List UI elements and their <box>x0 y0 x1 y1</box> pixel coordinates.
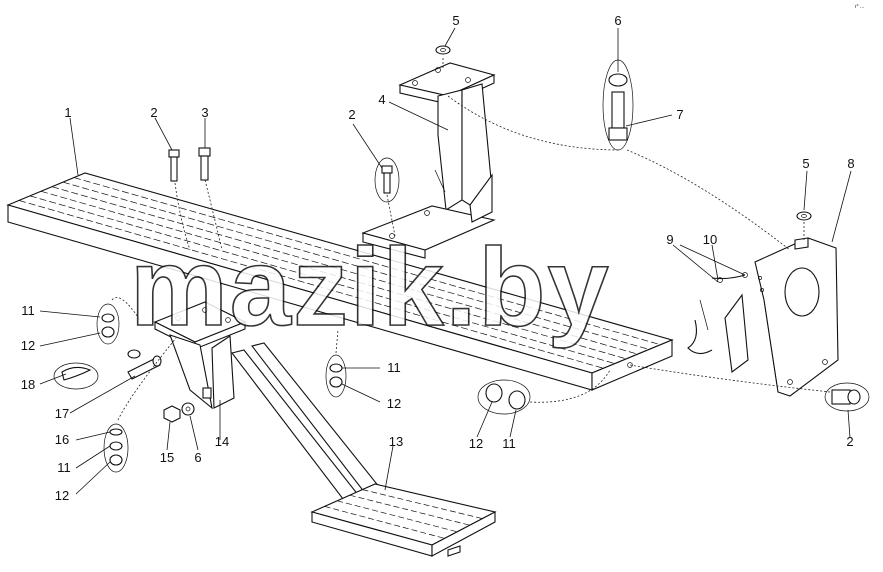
lower-step-rib <box>324 506 445 539</box>
callout-2-right: 2 <box>846 434 853 449</box>
watermark: mazik.by <box>130 226 611 349</box>
callout-11-left-bottom: 11 <box>57 460 71 475</box>
callout-13: 13 <box>389 434 403 449</box>
callout-12-center: 12 <box>387 396 401 411</box>
callout-6-bottom: 6 <box>194 450 201 465</box>
bolt-part-3 <box>198 147 211 181</box>
main-step-rib <box>62 181 650 350</box>
bolt-part-2c <box>824 382 870 412</box>
callout-4: 4 <box>378 92 385 107</box>
nut-group-left-bottom <box>103 423 129 473</box>
clip-part-18 <box>53 362 99 390</box>
main-step-part <box>6 172 674 391</box>
main-step-rib <box>51 186 638 355</box>
callout-3: 3 <box>201 105 208 120</box>
callout-6-top: 6 <box>614 13 621 28</box>
callout-2-left: 2 <box>150 105 157 120</box>
bolt-part-2a <box>168 149 180 182</box>
nut-group-left-top <box>96 303 120 345</box>
callout-9: 9 <box>666 232 673 247</box>
bolt-part-7-group <box>602 59 634 151</box>
main-step-rib <box>73 177 661 346</box>
latch-assembly-part <box>687 272 749 374</box>
callout-15: 15 <box>160 450 174 465</box>
callout-11-center: 11 <box>387 360 401 375</box>
assembly-paths <box>111 58 831 421</box>
washer-part-5b <box>796 211 812 221</box>
lower-step-rib <box>349 494 470 526</box>
callout-5-top: 5 <box>452 13 459 28</box>
callout-labels: 1 2 2 2 3 4 5 5 6 6 7 8 9 10 11 11 11 11… <box>21 13 855 503</box>
callout-2-center: 2 <box>348 107 355 122</box>
lower-bracket-part <box>153 301 247 410</box>
callout-11-left-top: 11 <box>21 303 35 318</box>
washer-part-6b <box>181 402 195 416</box>
main-step-rib <box>40 190 627 360</box>
corner-mark: r° ... <box>855 4 864 10</box>
nut-group-right <box>477 379 531 415</box>
right-mount-plate-part <box>754 237 839 397</box>
bolt-part-2b <box>374 157 400 203</box>
nut-group-center <box>325 354 347 398</box>
callout-5-right: 5 <box>802 156 809 171</box>
callout-10: 10 <box>703 232 717 247</box>
callout-7: 7 <box>676 107 683 122</box>
washer-part-5a <box>435 45 451 55</box>
lower-step-rib <box>362 489 483 519</box>
callout-18: 18 <box>21 377 35 392</box>
nut-part-15 <box>163 405 181 423</box>
cotter-part <box>127 349 141 359</box>
pin-part-17 <box>127 355 162 380</box>
callout-14: 14 <box>215 434 229 449</box>
callout-17: 17 <box>55 406 69 421</box>
lower-step-part <box>231 342 497 557</box>
main-step-rib <box>18 200 604 369</box>
callout-1: 1 <box>64 105 71 120</box>
callout-8: 8 <box>847 156 854 171</box>
callout-12-left-bottom: 12 <box>55 488 69 503</box>
callout-12-right: 12 <box>469 436 483 451</box>
callout-16: 16 <box>55 432 69 447</box>
callout-11-right: 11 <box>502 436 516 451</box>
upper-bracket-part <box>361 62 496 259</box>
main-step-rib <box>29 195 615 364</box>
callout-12-left-top: 12 <box>21 338 35 353</box>
lower-step-rib <box>337 500 458 533</box>
leader-lines <box>39 27 852 495</box>
